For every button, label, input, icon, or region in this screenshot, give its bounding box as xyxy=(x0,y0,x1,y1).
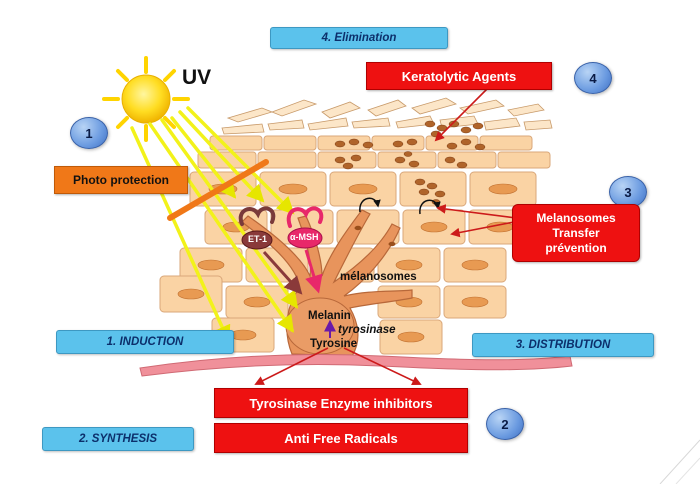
alpha-msh-receptor xyxy=(286,206,324,249)
anti-free-radicals-box: Anti Free Radicals xyxy=(214,423,468,453)
tyrosinase-label: tyrosinase xyxy=(338,324,396,336)
tyrosinase-inhibitors-box: Tyrosinase Enzyme inhibitors xyxy=(214,388,468,418)
step-3-badge: 3 xyxy=(609,176,647,208)
granular-layer xyxy=(197,135,551,169)
et1-receptor xyxy=(238,206,276,250)
et1-label: ET-1 xyxy=(248,234,268,244)
sun-icon xyxy=(102,56,190,142)
step-1-badge: 1 xyxy=(70,117,108,149)
synthesis-label: 2. SYNTHESIS xyxy=(42,427,194,451)
distribution-label: 3. DISTRIBUTION xyxy=(472,333,654,357)
step-4-badge: 4 xyxy=(574,62,612,94)
uv-label: UV xyxy=(182,66,212,89)
stratum-corneum xyxy=(221,97,553,135)
induction-label: 1. INDUCTION xyxy=(56,330,234,354)
melanosomes-transfer-prevention-box: Melanosomes Transfer prévention xyxy=(512,204,640,262)
keratolytic-agents-box: Keratolytic Agents xyxy=(366,62,552,90)
step-2-badge: 2 xyxy=(486,408,524,440)
alpha-msh-label: α-MSH xyxy=(290,232,319,242)
photo-protection-box: Photo protection xyxy=(54,166,188,194)
et1-arrow xyxy=(262,250,303,295)
basement-membrane xyxy=(139,354,573,377)
tyrosine-label: Tyrosine xyxy=(310,338,358,350)
page-corner-decoration xyxy=(659,439,700,484)
amsh-arrow xyxy=(304,249,323,294)
melanin-label: Melanin xyxy=(308,310,351,322)
photo-protection-bar xyxy=(167,159,269,221)
uv-rays xyxy=(130,106,299,344)
melanosomes-label: mélanosomes xyxy=(340,271,417,283)
transfer-curl-arrow-1 xyxy=(359,197,381,213)
treatment-arrows xyxy=(254,85,517,386)
elimination-label: 4. Elimination xyxy=(270,27,448,49)
melanosome-granules xyxy=(334,120,486,205)
